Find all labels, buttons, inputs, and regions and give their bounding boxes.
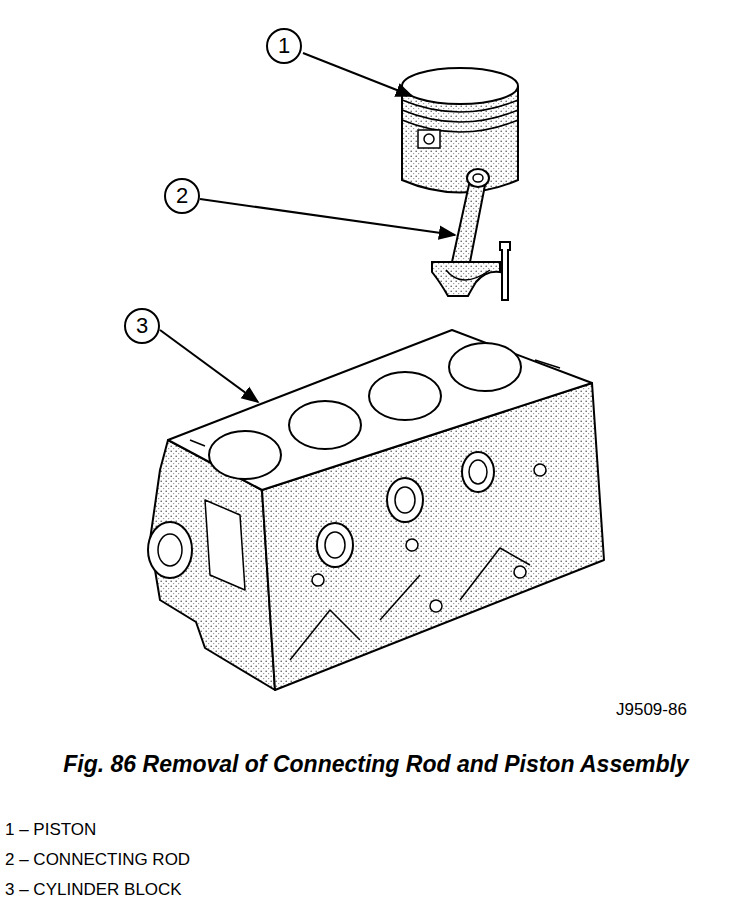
callout-number: 3 <box>136 315 148 337</box>
callout-circle: 1 <box>266 28 302 64</box>
piston-drawing <box>402 68 518 193</box>
callout-number: 1 <box>278 35 290 57</box>
legend-line: 2 – CONNECTING ROD <box>5 850 190 870</box>
callout-circle: 3 <box>124 308 160 344</box>
leader-arrows <box>160 53 455 402</box>
cylinder-block-drawing <box>148 330 604 690</box>
figure-code: J9509-86 <box>616 700 687 720</box>
connecting-rod-drawing <box>432 169 510 300</box>
callout-circle: 2 <box>164 178 200 214</box>
callout-number: 2 <box>176 185 188 207</box>
legend-line: 1 – PISTON <box>5 820 96 840</box>
figure-caption: Fig. 86 Removal of Connecting Rod and Pi… <box>56 748 696 780</box>
legend-line: 3 – CYLINDER BLOCK <box>5 880 182 900</box>
